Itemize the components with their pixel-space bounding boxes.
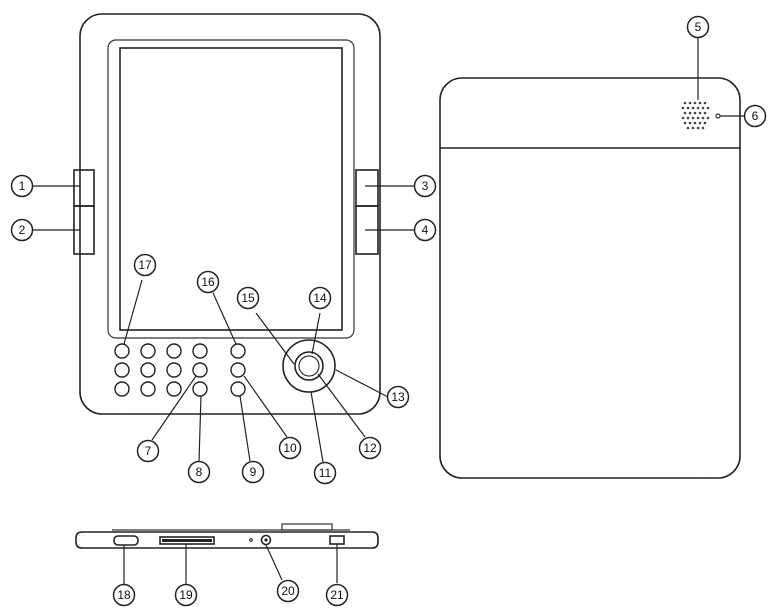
callout-14-label: 14 [313, 291, 327, 305]
left-upper-side-button [73, 169, 95, 207]
callout-20-label: 20 [281, 584, 295, 598]
callout-15-circle [236, 286, 260, 310]
leader-11 [310, 391, 324, 463]
keypad-button [192, 362, 208, 378]
callout-7-label: 7 [145, 444, 152, 458]
callout-10-label: 10 [283, 441, 297, 455]
callout-2-circle [10, 218, 34, 242]
callouts: 1 2 3 4 5 6 7 8 9 10 11 12 13 14 15 16 1 [10, 15, 767, 607]
keypad-button [166, 362, 182, 378]
headphone-jack [260, 534, 272, 546]
right-upper-side-button [355, 169, 379, 207]
back-view [439, 77, 741, 479]
speaker-grille [681, 101, 710, 130]
callout-9-circle [241, 460, 265, 484]
headphone-jack-center [264, 538, 268, 542]
callout-1-label: 1 [19, 179, 26, 193]
leader-8 [198, 395, 202, 462]
keypad-button [114, 343, 130, 359]
callout-8-label: 8 [196, 465, 203, 479]
callout-11-circle [313, 461, 337, 485]
leader-10 [243, 375, 288, 438]
leader-12 [317, 373, 366, 438]
callout-17-label: 17 [138, 258, 152, 272]
callout-2-label: 2 [19, 223, 26, 237]
callout-6-label: 6 [752, 109, 759, 123]
leader-16 [212, 292, 237, 345]
callout-17-circle [133, 253, 157, 277]
bottom-edge-outline [75, 531, 379, 549]
keypad-button [140, 362, 156, 378]
usb-port [329, 535, 345, 545]
callout-13-circle [386, 385, 410, 409]
screen-bezel [107, 39, 355, 339]
front-view [73, 13, 381, 415]
front-body-outline [79, 13, 381, 415]
function-button-middle [230, 362, 246, 378]
callout-1-circle [10, 174, 34, 198]
keypad-button [114, 362, 130, 378]
keypad-button [140, 343, 156, 359]
bottom-edge-raised-section [281, 523, 333, 531]
callout-19-circle [174, 583, 198, 607]
callout-5-label: 5 [695, 20, 702, 34]
leader-20 [265, 544, 283, 581]
callout-18-label: 18 [117, 588, 131, 602]
callout-16-label: 16 [201, 275, 215, 289]
leader-17 [123, 279, 143, 345]
navigation-center-inner [298, 355, 320, 377]
keypad [114, 343, 208, 397]
leader-7 [151, 375, 197, 441]
back-body-outline [439, 77, 741, 479]
callout-19-label: 19 [179, 588, 193, 602]
screen [119, 47, 343, 331]
navigation-center-button [294, 351, 324, 381]
memory-card-slot-opening [162, 539, 212, 542]
leader-lines [32, 38, 744, 584]
callout-12-label: 12 [363, 441, 377, 455]
keypad-button [192, 343, 208, 359]
navigation-ring [282, 339, 336, 393]
callout-20-circle [276, 579, 300, 603]
callout-21-label: 21 [330, 588, 344, 602]
callout-18-circle [112, 583, 136, 607]
power-switch [113, 535, 139, 546]
callout-3-label: 3 [422, 179, 429, 193]
callout-14-circle [308, 286, 332, 310]
callout-12-circle [358, 436, 382, 460]
callout-4-label: 4 [422, 223, 429, 237]
callout-13-label: 13 [391, 390, 405, 404]
keypad-button [166, 343, 182, 359]
leader-15 [255, 312, 295, 365]
callout-10-circle [278, 436, 302, 460]
memory-card-slot [159, 536, 215, 545]
keypad-button [166, 381, 182, 397]
keypad-button [140, 381, 156, 397]
callout-7-circle [136, 439, 160, 463]
keypad-button [114, 381, 130, 397]
leader-14 [311, 312, 321, 355]
reset-hole [249, 538, 253, 542]
callout-3-circle [413, 174, 437, 198]
callout-9-label: 9 [250, 465, 257, 479]
callout-11-label: 11 [319, 466, 332, 480]
callout-4-circle [413, 218, 437, 242]
leader-9 [239, 395, 251, 462]
callout-16-circle [196, 270, 220, 294]
function-button-top [230, 343, 246, 359]
callout-15-label: 15 [241, 291, 255, 305]
keypad-button [192, 381, 208, 397]
callout-5-circle [686, 15, 710, 39]
callout-6-circle [743, 104, 767, 128]
function-button-bottom [230, 381, 246, 397]
microphone-hole [715, 113, 721, 119]
callout-21-circle [325, 583, 349, 607]
bottom-edge-view [75, 523, 379, 549]
callout-8-circle [187, 460, 211, 484]
leader-13 [335, 369, 389, 398]
